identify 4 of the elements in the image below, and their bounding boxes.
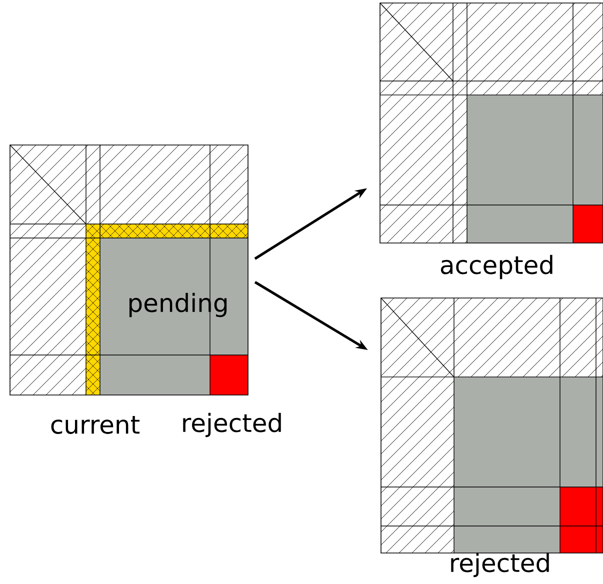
column-label: rejected	[183, 412, 281, 438]
node-label: accepted	[440, 254, 552, 280]
node-label: rejected	[451, 552, 549, 578]
column-label: current	[51, 416, 140, 434]
